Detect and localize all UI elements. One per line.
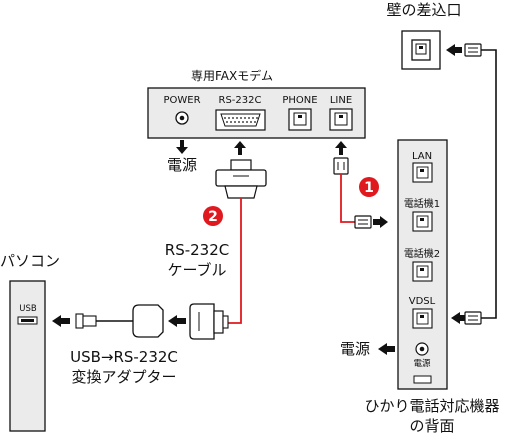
router-port-power-label: 電源 — [413, 359, 431, 369]
svg-text:2: 2 — [208, 209, 218, 225]
router-caption-line1: ひかり電話対応機器 — [364, 397, 500, 415]
fax-port-power-label: POWER — [163, 95, 201, 106]
arrow-to-adapter — [168, 315, 186, 327]
plug-line-bottom — [354, 215, 372, 229]
adapter-label-line1: USB→RS-232C — [70, 348, 178, 366]
arrow-to-tel1 — [373, 216, 388, 228]
arrow-to-pc — [52, 315, 70, 327]
arrow-to-vdsl — [451, 312, 465, 324]
router-port-lan-label: LAN — [411, 151, 433, 162]
db25-connector-top — [215, 159, 267, 199]
db9-connector — [189, 303, 229, 340]
line-arrow — [335, 141, 347, 155]
cable-wall-vdsl — [481, 49, 497, 319]
fax-modem-device — [147, 87, 366, 139]
wall-outlet — [401, 30, 441, 70]
wall-outlet-label: 壁の差込口 — [386, 1, 462, 19]
rs232c-cable-line — [228, 198, 242, 324]
plug-vdsl — [464, 311, 482, 325]
router-port-tel1-label: 電話機1 — [403, 199, 441, 210]
usb-adapter — [75, 304, 164, 338]
fax-port-line-label: LINE — [329, 95, 353, 106]
fax-port-phone-label: PHONE — [282, 95, 318, 106]
rs232c-arrow — [234, 141, 246, 155]
pc-device — [9, 280, 46, 432]
router-port-vdsl-label: VDSL — [408, 296, 436, 307]
line-cable — [340, 174, 355, 223]
router-power-dest-label: 電源 — [340, 340, 371, 358]
router-power-arrow — [378, 343, 395, 355]
plug-wall — [464, 43, 482, 57]
router-device — [397, 139, 448, 390]
plug-line-top — [333, 157, 349, 175]
marker-2: 2 — [203, 206, 223, 226]
fax-port-rs232c-label: RS-232C — [218, 95, 262, 106]
router-caption-line2: の背面 — [409, 417, 455, 435]
fax-modem-title: 専用FAXモデム — [191, 69, 273, 83]
arrow-to-wall — [446, 44, 455, 56]
fax-power-arrow — [176, 140, 188, 154]
cable-label-line1: RS-232C — [164, 241, 230, 259]
pc-label: パソコン — [0, 252, 61, 270]
svg-text:1: 1 — [364, 180, 374, 196]
marker-1: 1 — [359, 177, 379, 197]
cable-label-line2: ケーブル — [167, 261, 227, 279]
pc-usb-port-label: USB — [19, 304, 37, 314]
fax-power-dest-label: 電源 — [166, 156, 198, 174]
router-port-tel2-label: 電話機2 — [403, 249, 441, 260]
adapter-label-line2: 変換アダプター — [71, 368, 177, 386]
